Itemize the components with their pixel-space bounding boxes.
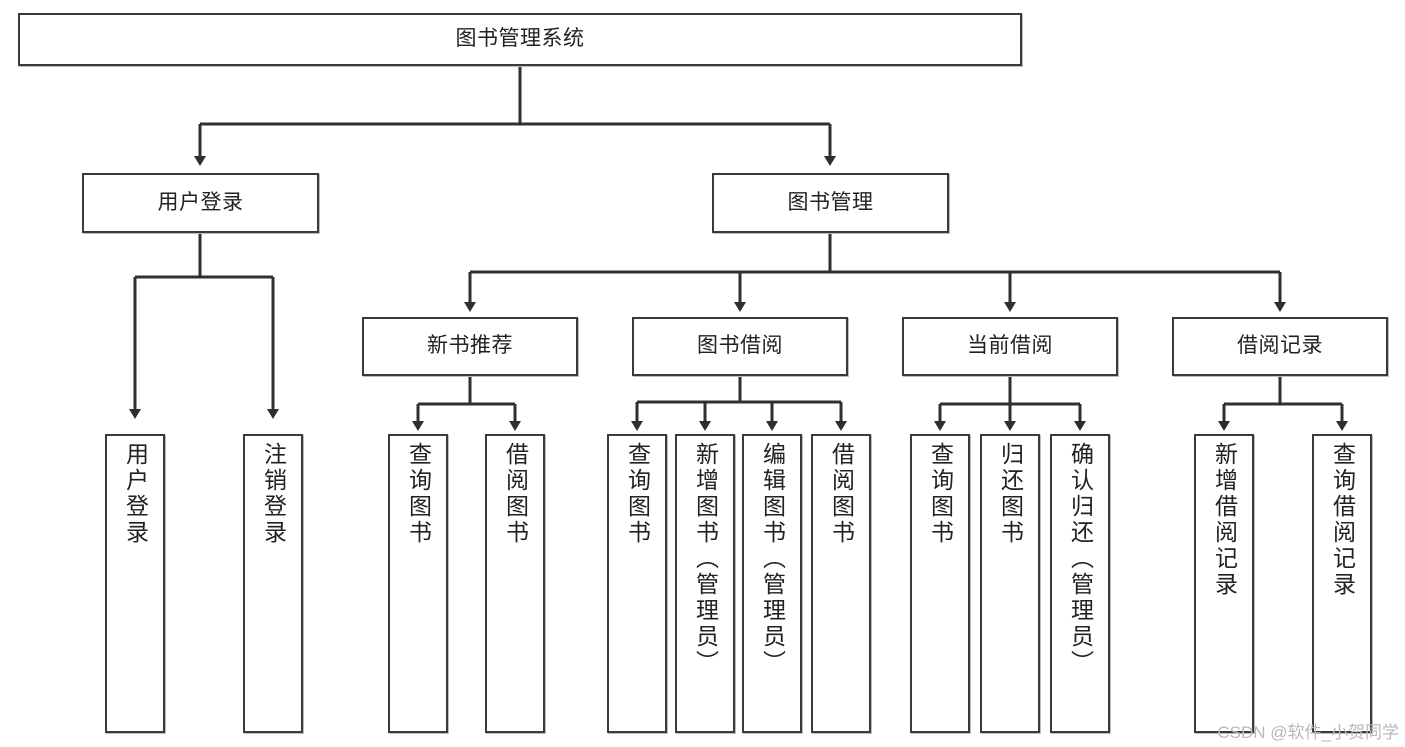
node-current-borrow[interactable]: 当前借阅 xyxy=(902,317,1118,376)
leaf-current-return-book[interactable]: 归还图书 xyxy=(980,434,1040,733)
node-label: 查询图书 xyxy=(405,442,432,546)
leaf-borrow-edit-book-admin[interactable]: 编辑图书（管理员） xyxy=(742,434,802,733)
node-label: 新增借阅记录 xyxy=(1211,442,1238,598)
node-label: 新书推荐 xyxy=(427,334,513,358)
leaf-borrow-add-book-admin[interactable]: 新增图书（管理员） xyxy=(675,434,735,733)
node-label: 借阅图书 xyxy=(502,442,529,546)
leaf-borrow-borrow-book[interactable]: 借阅图书 xyxy=(811,434,871,733)
leaf-new-book-borrow[interactable]: 借阅图书 xyxy=(485,434,545,733)
node-label: 编辑图书（管理员） xyxy=(759,442,786,676)
node-label: 注销登录 xyxy=(260,442,287,546)
leaf-user-login-logout[interactable]: 注销登录 xyxy=(243,434,303,733)
node-label: 借阅图书 xyxy=(828,442,855,546)
leaf-borrow-query-book[interactable]: 查询图书 xyxy=(607,434,667,733)
node-label: 借阅记录 xyxy=(1237,334,1323,358)
leaf-record-add-record[interactable]: 新增借阅记录 xyxy=(1194,434,1254,733)
leaf-user-login-login[interactable]: 用户登录 xyxy=(105,434,165,733)
leaf-current-confirm-return-admin[interactable]: 确认归还（管理员） xyxy=(1050,434,1110,733)
leaf-record-query-record[interactable]: 查询借阅记录 xyxy=(1312,434,1372,733)
node-label: 图书管理系统 xyxy=(455,27,585,51)
node-label: 用户登录 xyxy=(122,442,149,546)
leaf-current-query-book[interactable]: 查询图书 xyxy=(910,434,970,733)
node-book-management[interactable]: 图书管理 xyxy=(712,173,949,233)
node-label: 归还图书 xyxy=(997,442,1024,546)
node-label: 确认归还（管理员） xyxy=(1067,442,1094,676)
node-label: 查询借阅记录 xyxy=(1329,442,1356,598)
node-book-borrow[interactable]: 图书借阅 xyxy=(632,317,848,376)
node-label: 当前借阅 xyxy=(967,334,1053,358)
node-root-book-management-system[interactable]: 图书管理系统 xyxy=(18,13,1022,66)
node-label: 用户登录 xyxy=(157,190,244,214)
watermark-text: CSDN @软件_小贺同学 xyxy=(1217,723,1399,742)
node-borrow-record[interactable]: 借阅记录 xyxy=(1172,317,1388,376)
node-new-book-recommend[interactable]: 新书推荐 xyxy=(362,317,578,376)
node-label: 新增图书（管理员） xyxy=(692,442,719,676)
node-label: 查询图书 xyxy=(624,442,651,546)
node-user-login[interactable]: 用户登录 xyxy=(82,173,319,233)
node-label: 查询图书 xyxy=(927,442,954,546)
node-label: 图书借阅 xyxy=(697,334,783,358)
leaf-new-book-query[interactable]: 查询图书 xyxy=(388,434,448,733)
node-label: 图书管理 xyxy=(787,190,874,214)
